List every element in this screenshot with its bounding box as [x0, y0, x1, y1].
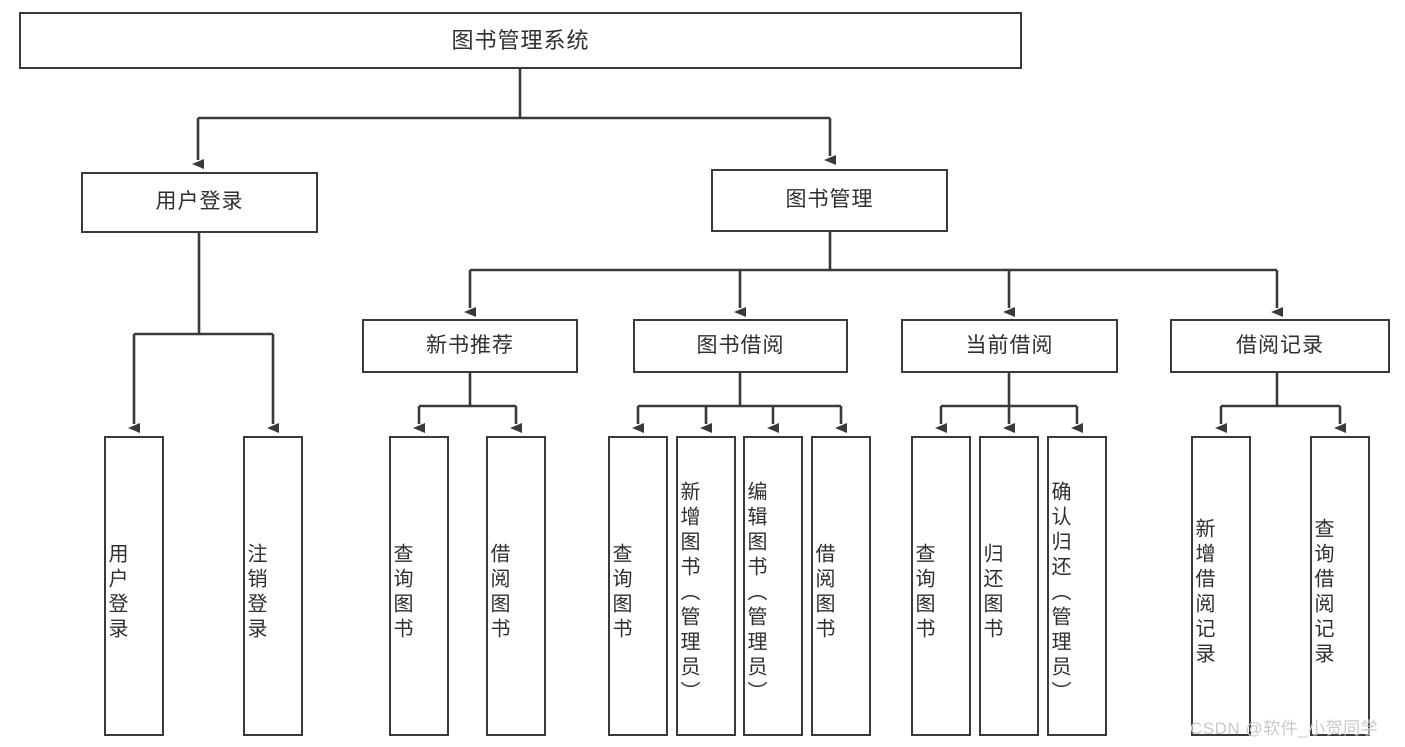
leaf-current-confirm-return-label: 确认归还（管理员）	[1048, 480, 1070, 706]
leaf-borrow-query-book[interactable]: 查询图书	[608, 436, 668, 736]
leaf-current-return-book-label: 归还图书	[980, 543, 1002, 643]
leaf-record-query-label: 查询借阅记录	[1311, 518, 1333, 668]
leaf-current-return-book[interactable]: 归还图书	[979, 436, 1039, 736]
leaf-borrow-borrow-book-label: 借阅图书	[812, 543, 834, 643]
leaf-new-book-query-label: 查询图书	[390, 543, 412, 643]
leaf-borrow-borrow-book[interactable]: 借阅图书	[811, 436, 871, 736]
node-current-borrow-label: 当前借阅	[965, 333, 1054, 357]
node-current-borrow[interactable]: 当前借阅	[901, 319, 1118, 373]
leaf-record-add-label: 新增借阅记录	[1192, 518, 1214, 668]
leaf-record-add[interactable]: 新增借阅记录	[1191, 436, 1251, 736]
leaf-record-query[interactable]: 查询借阅记录	[1310, 436, 1370, 736]
leaf-user-login-logout-label: 注销登录	[244, 543, 266, 643]
leaf-new-book-borrow-label: 借阅图书	[487, 543, 509, 643]
node-borrow-record[interactable]: 借阅记录	[1170, 319, 1390, 373]
node-book-borrow[interactable]: 图书借阅	[633, 319, 848, 373]
node-new-book-recommend-label: 新书推荐	[426, 333, 514, 357]
node-borrow-record-label: 借阅记录	[1236, 333, 1324, 357]
leaf-user-login-logout[interactable]: 注销登录	[243, 436, 303, 736]
leaf-borrow-edit-book-label: 编辑图书（管理员）	[744, 480, 766, 706]
leaf-current-query-book[interactable]: 查询图书	[911, 436, 971, 736]
leaf-new-book-borrow[interactable]: 借阅图书	[486, 436, 546, 736]
node-user-login-label: 用户登录	[155, 190, 244, 214]
leaf-current-query-book-label: 查询图书	[912, 543, 934, 643]
leaf-new-book-query[interactable]: 查询图书	[389, 436, 449, 736]
node-book-manage[interactable]: 图书管理	[711, 169, 948, 232]
leaf-borrow-edit-book[interactable]: 编辑图书（管理员）	[743, 436, 803, 736]
node-root[interactable]: 图书管理系统	[19, 12, 1022, 69]
node-book-manage-label: 图书管理	[785, 188, 874, 212]
leaf-user-login-login-label: 用户登录	[105, 543, 127, 643]
leaf-user-login-login[interactable]: 用户登录	[104, 436, 164, 736]
leaf-borrow-add-book[interactable]: 新增图书（管理员）	[676, 436, 736, 736]
node-root-label: 图书管理系统	[451, 27, 590, 53]
leaf-borrow-add-book-label: 新增图书（管理员）	[677, 480, 699, 706]
leaf-current-confirm-return[interactable]: 确认归还（管理员）	[1047, 436, 1107, 736]
node-user-login[interactable]: 用户登录	[81, 172, 318, 233]
leaf-borrow-query-book-label: 查询图书	[609, 543, 631, 643]
node-book-borrow-label: 图书借阅	[696, 333, 785, 357]
node-new-book-recommend[interactable]: 新书推荐	[362, 319, 578, 373]
